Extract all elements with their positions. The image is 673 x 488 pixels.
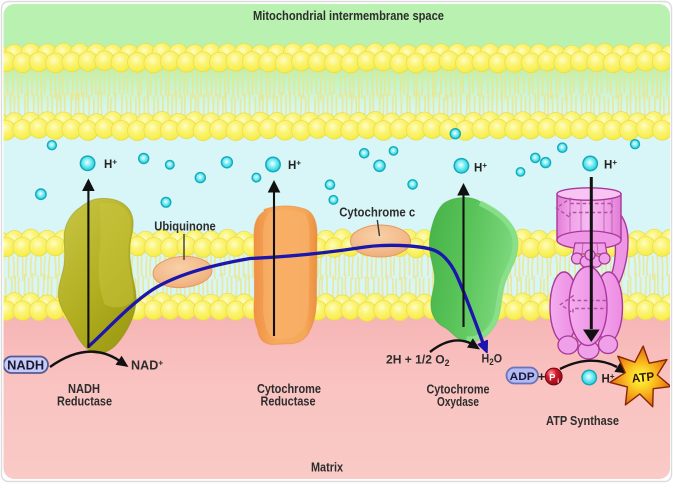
svg-text:Mitochondrial intermembrane sp: Mitochondrial intermembrane space (253, 8, 444, 23)
svg-text:ADP: ADP (510, 371, 535, 383)
svg-text:P: P (549, 372, 556, 383)
svg-text:NADH: NADH (7, 359, 44, 373)
svg-text:Ubiquinone: Ubiquinone (154, 220, 216, 234)
svg-text:+: + (538, 369, 546, 384)
svg-text:ATP: ATP (631, 369, 655, 385)
svg-text:i: i (557, 378, 559, 385)
svg-text:Reductase: Reductase (261, 395, 316, 409)
svg-text:Matrix: Matrix (311, 461, 343, 475)
svg-text:Reductase: Reductase (57, 395, 112, 409)
svg-text:Cytochrome c: Cytochrome c (339, 206, 415, 220)
svg-text:Oxydase: Oxydase (437, 395, 479, 409)
svg-text:ATP Synthase: ATP Synthase (546, 414, 619, 428)
svg-text:2H + 1/2 O2: 2H + 1/2 O2 (386, 353, 450, 369)
